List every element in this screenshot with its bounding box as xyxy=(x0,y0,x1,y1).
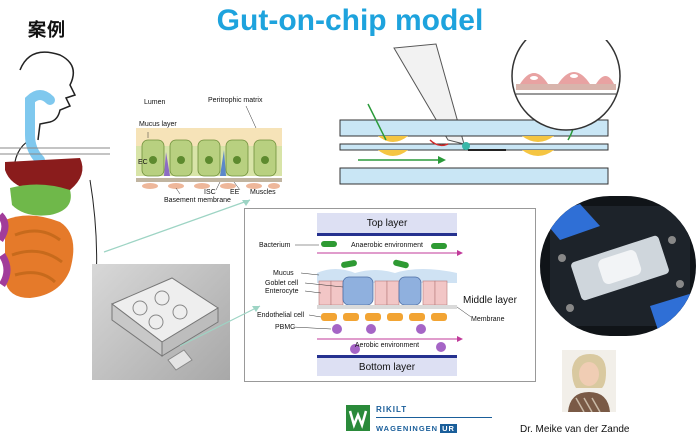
goblet-cell-label: Goblet cell xyxy=(265,280,299,287)
middle-layer-label: Middle layer xyxy=(463,295,518,306)
avatar xyxy=(568,354,610,412)
pbmc-label: PBMC xyxy=(275,324,295,331)
aerobic-label: Aerobic environment xyxy=(355,342,419,349)
chip-layer-diagram: Top layer Bacterium Anaerobic environmen… xyxy=(244,208,536,382)
tissue-isc-label: ISC xyxy=(204,189,216,196)
digestive-tract-illustration xyxy=(0,51,110,301)
portrait-photo xyxy=(562,350,616,412)
mucus-label: Mucus xyxy=(273,270,294,277)
chip-device-photo xyxy=(540,196,696,336)
anaerobic-label: Anaerobic environment xyxy=(351,242,423,249)
device-photo xyxy=(92,264,230,380)
tissue-graphic: Lumen Peritrophic matrix Mucus layer EC … xyxy=(136,97,282,204)
enterocyte-label: Enterocyte xyxy=(265,288,299,295)
bottom-layer-label: Bottom layer xyxy=(359,362,416,373)
tissue-peritrophic-label: Peritrophic matrix xyxy=(208,97,263,104)
tissue-ec-label: EC xyxy=(138,159,148,166)
logo-line2: WAGENINGEN xyxy=(376,424,439,433)
logo-line2-suffix: UR xyxy=(440,424,457,433)
connector-arrow-upper xyxy=(103,199,251,253)
corner-label: 案例 xyxy=(28,20,66,40)
top-layer-label: Top layer xyxy=(367,218,408,229)
logo-line1: RIKILT xyxy=(376,405,408,414)
tissue-diagram: Lumen Peritrophic matrix Mucus layer EC … xyxy=(136,92,284,204)
credit-text: Dr. Meike van der Zande xyxy=(520,424,630,435)
page-title: Gut-on-chip model xyxy=(216,4,484,37)
tissue-lumen-label: Lumen xyxy=(144,99,166,106)
tissue-ee-label: EE xyxy=(230,189,240,196)
tissue-muscles-label: Muscles xyxy=(250,189,276,196)
membrane-label: Membrane xyxy=(471,316,505,323)
endothelial-label: Endothelial cell xyxy=(257,312,305,319)
connector-arrow-lower xyxy=(179,305,261,347)
bacterium-label: Bacterium xyxy=(259,242,291,249)
chip-cross-section xyxy=(339,40,621,185)
chip-layer-graphic: Top layer Bacterium Anaerobic environmen… xyxy=(257,213,518,376)
tissue-basement-label: Basement membrane xyxy=(164,197,231,204)
tissue-mucus-label: Mucus layer xyxy=(139,121,177,128)
logo-mark xyxy=(346,405,370,431)
device-photo-graphic xyxy=(111,277,219,371)
chip-device-graphic xyxy=(540,204,696,336)
